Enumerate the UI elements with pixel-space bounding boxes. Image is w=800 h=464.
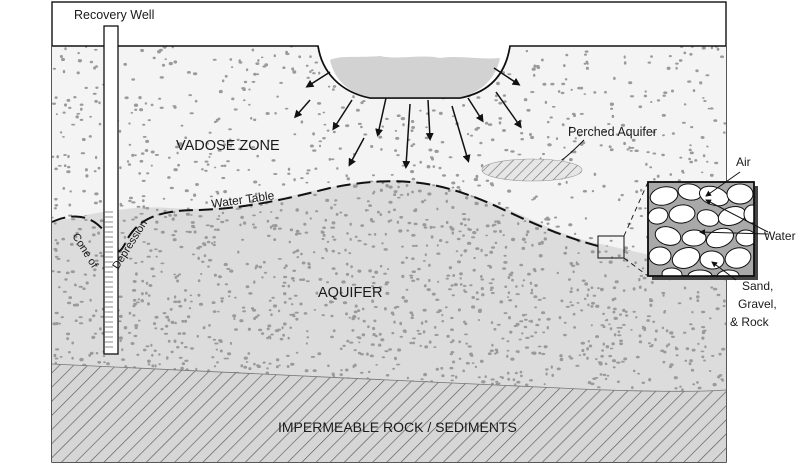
perched-aquifer-leader <box>561 139 585 161</box>
impermeable-label: IMPERMEABLE ROCK / SEDIMENTS <box>278 419 517 435</box>
surface-pond <box>330 56 500 98</box>
water-label: Water <box>764 229 796 243</box>
air-label: Air <box>736 155 751 169</box>
aquifer-label: AQUIFER <box>318 285 382 301</box>
aquifer-area <box>52 180 726 398</box>
sand-gravel-rock-label-line1: Sand, <box>742 279 773 293</box>
water-leader-1 <box>705 199 769 233</box>
sample-box <box>597 235 625 259</box>
water-leader-2 <box>699 229 769 236</box>
infiltration-arrows <box>294 67 522 169</box>
water-table-line <box>51 180 599 253</box>
impermeable-layer <box>52 364 726 462</box>
well-screen <box>105 211 113 348</box>
sand-leader <box>711 261 737 281</box>
sand-gravel-rock-label-line3: & Rock <box>730 315 770 329</box>
recovery-well-label: Recovery Well <box>74 8 154 22</box>
air-leader <box>705 171 741 197</box>
vadose-zone-label: VADOSE ZONE <box>176 138 280 154</box>
recovery-well <box>103 25 119 355</box>
perched-aquifer-lens <box>481 158 583 182</box>
sand-gravel-rock-label-line2: Gravel, <box>738 297 777 311</box>
perched-aquifer-label: Perched Aquifer <box>568 125 657 139</box>
